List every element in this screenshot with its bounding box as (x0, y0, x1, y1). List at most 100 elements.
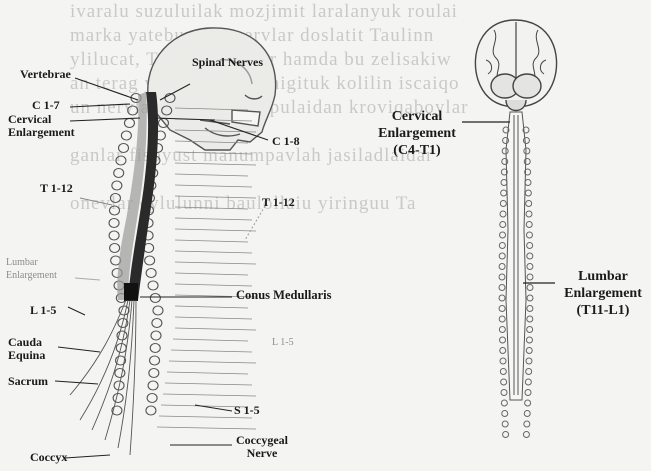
vertebra (150, 356, 160, 365)
nerve-root (500, 337, 506, 343)
nerve-line (175, 284, 252, 286)
nerve-root (500, 232, 506, 238)
vertebra (110, 194, 120, 203)
nerve-line (175, 317, 252, 319)
c17-label: C 1-7 (32, 99, 60, 112)
nerve-root (525, 180, 531, 186)
conus-medullaris-label: Conus Medullaris (236, 289, 332, 302)
nerve-line (175, 240, 248, 242)
vertebra (150, 294, 160, 303)
nerve-line (167, 372, 248, 374)
nerve-line (157, 427, 256, 429)
vertebra (148, 381, 158, 390)
nerve-root (499, 316, 505, 322)
vertebra (152, 319, 162, 328)
vertebra (110, 206, 120, 215)
nerve-root (501, 379, 507, 385)
nerve-line (175, 251, 252, 253)
nerve-root (501, 190, 507, 196)
nerve-line (175, 328, 256, 330)
cauda-label-line2: Equina (8, 349, 45, 362)
vertebra (114, 169, 124, 178)
lumbar-enlargement-left-label: Lumbar Enlargement (6, 256, 57, 282)
nerve-line (165, 383, 252, 385)
vertebra (121, 131, 131, 140)
nerve-root (499, 285, 505, 291)
nerve-line (175, 163, 256, 165)
nerve-line (175, 174, 248, 176)
nerve-root (499, 306, 505, 312)
cervical-label-line2: Enlargement (8, 126, 75, 139)
vertebra (109, 219, 119, 228)
nerve-root (527, 253, 533, 259)
nerve-line (171, 350, 252, 352)
l15-left-label: L 1-5 (30, 304, 56, 317)
conus-medullaris-shape (124, 283, 138, 301)
nerve-line (175, 152, 252, 154)
cauda-equina-strands (70, 300, 136, 455)
vertebra (145, 256, 155, 265)
nerve-line (175, 306, 248, 308)
nerve-root (525, 400, 531, 406)
nerve-root (499, 274, 505, 280)
lumbar-enlargement-right-label: Lumbar Enlargement (T11-L1) (555, 268, 651, 319)
vertebra (128, 106, 138, 115)
vertebra (149, 369, 159, 378)
t112-right-label: T 1-12 (262, 196, 295, 209)
lumbar-right-line2: Enlargement (555, 285, 651, 302)
t112-left-label: T 1-12 (40, 182, 73, 195)
l15-right-label: L 1-5 (272, 336, 294, 349)
vertebra (146, 406, 156, 415)
nerve-root (526, 348, 532, 354)
vertebra (151, 331, 161, 340)
nerve-line (175, 196, 256, 198)
nerve-root (527, 306, 533, 312)
nerve-root (527, 243, 533, 249)
nerve-line (175, 185, 252, 187)
nerve-root (499, 243, 505, 249)
vertebrae-label: Vertebrae (20, 68, 71, 81)
nerve-root (499, 253, 505, 259)
cervical-right-line1: Cervical (372, 108, 462, 125)
vertebra (116, 156, 126, 165)
lumbar-label-line1: Lumbar (6, 256, 57, 269)
nerve-root (500, 201, 506, 207)
brain-outline (475, 20, 556, 111)
coccygeal-label-line2: Nerve (236, 447, 288, 460)
vertebra (110, 244, 120, 253)
nerve-root (525, 379, 531, 385)
cervical-enlargement-right-label: Cervical Enlargement (C4-T1) (372, 108, 462, 159)
nerve-root (527, 327, 533, 333)
coccyx-label: Coccyx (30, 451, 67, 464)
spinal-nerves-label: Spinal Nerves (192, 56, 263, 69)
nerve-root (503, 432, 509, 438)
nerve-root (499, 327, 505, 333)
nerve-root (526, 201, 532, 207)
vertebra (112, 181, 122, 190)
nerve-root (527, 316, 533, 322)
nerve-root (501, 180, 507, 186)
nerve-root (525, 190, 531, 196)
nerve-root (527, 264, 533, 270)
nerve-root (527, 274, 533, 280)
nerve-line (163, 394, 256, 396)
nerve-root (527, 295, 533, 301)
sacrum-label: Sacrum (8, 375, 48, 388)
nerve-line (175, 229, 256, 231)
nerve-root (526, 211, 532, 217)
nerve-root (527, 285, 533, 291)
lumbar-range: (T11-L1) (555, 302, 651, 319)
nerve-line (175, 218, 252, 220)
cervical-right-line2: Enlargement (372, 125, 462, 142)
coccygeal-nerve-label: Coccygeal Nerve (236, 434, 288, 460)
vertebra (115, 369, 125, 378)
nerve-root (500, 211, 506, 217)
nerve-root (499, 295, 505, 301)
nerve-root (526, 358, 532, 364)
nerve-root (500, 222, 506, 228)
s15-label: S 1-5 (234, 404, 260, 417)
nerve-root (500, 358, 506, 364)
vertebra (153, 306, 163, 315)
cervical-enlargement-left-label: Cervical Enlargement (8, 113, 75, 139)
nerve-root (526, 222, 532, 228)
